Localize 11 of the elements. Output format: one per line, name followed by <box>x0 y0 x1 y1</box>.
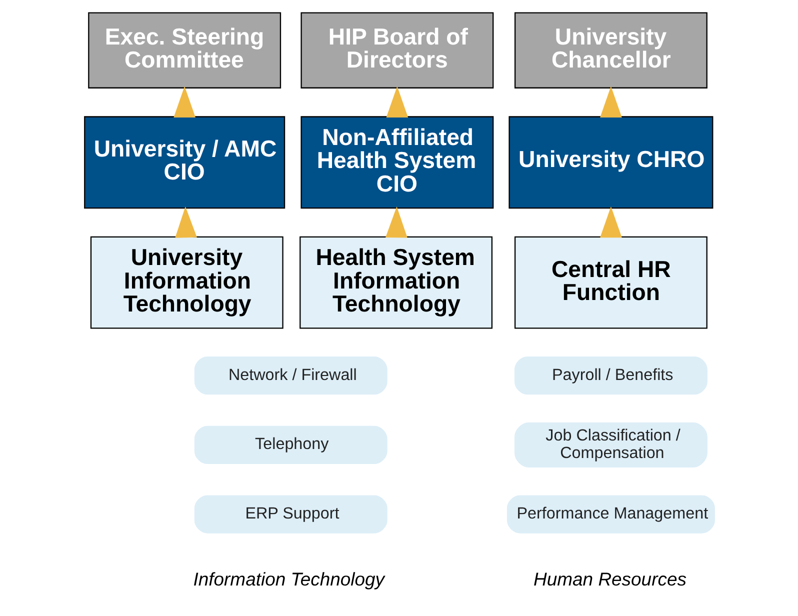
node-box: University Chancellor <box>514 12 707 88</box>
node-box: Network / Firewall <box>194 356 387 395</box>
node-box: HIP Board of Directors <box>300 12 494 88</box>
label: Information Technology <box>192 568 384 590</box>
node-box: Job Classification / Compensation <box>514 422 707 468</box>
node-box: ERP Support <box>194 495 387 534</box>
label: Human Resources <box>533 568 686 590</box>
node-box: Telephony <box>194 426 387 464</box>
node-box: Exec. Steering Committee <box>88 12 281 88</box>
node-box: Performance Management <box>506 495 714 534</box>
node-box: Payroll / Benefits <box>514 356 707 395</box>
